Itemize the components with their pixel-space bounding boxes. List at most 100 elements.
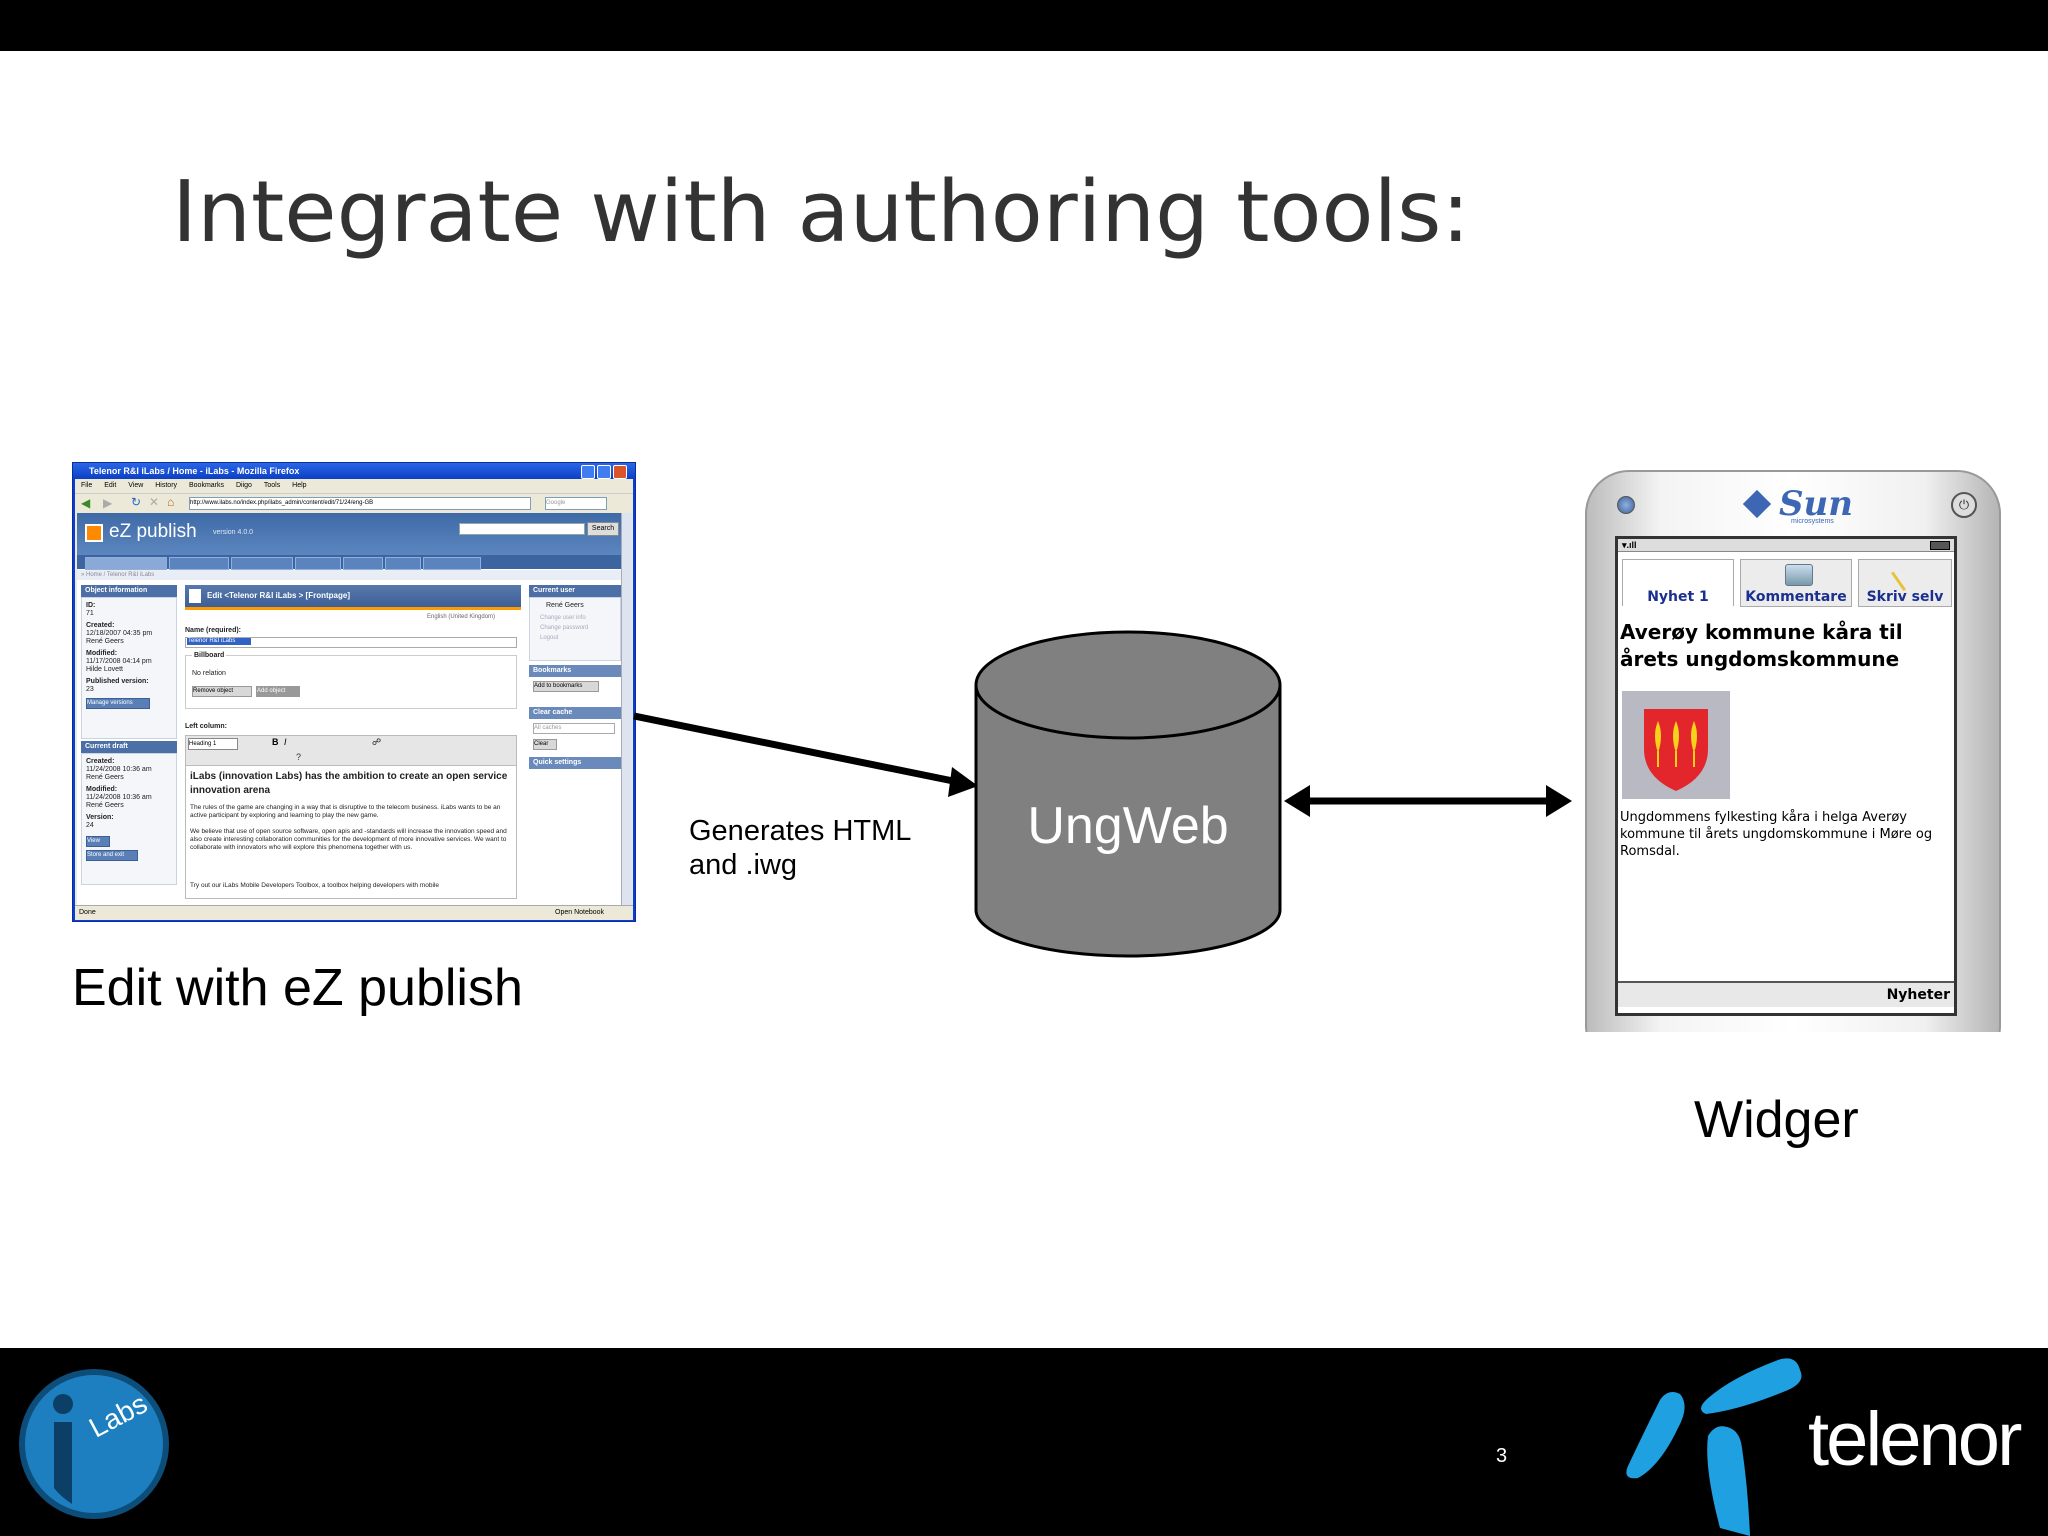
- ez-current-user-header: Current user: [529, 585, 621, 597]
- ez-body-heading: iLabs (innovation Labs) has the ambition…: [190, 771, 508, 796]
- phone-led-icon: [1617, 496, 1635, 514]
- ez-clear-cache-header: Clear cache: [529, 707, 621, 719]
- ez-draft-modified-by: René Geers: [86, 802, 124, 809]
- ez-status-done: Done: [79, 909, 96, 916]
- ez-user-link: Logout: [540, 635, 559, 641]
- ez-breadcrumb: » Home / Telenor R&I iLabs: [77, 570, 631, 580]
- ez-heading-select: Heading 1: [188, 738, 238, 750]
- stop-icon: ✕: [149, 495, 160, 509]
- ez-modified-value: 11/17/2008 04:14 pm: [86, 658, 152, 665]
- close-icon: [613, 465, 627, 479]
- ez-published-value: 23: [86, 686, 94, 693]
- help-icon: ?: [296, 752, 302, 762]
- ez-tab: [231, 557, 293, 570]
- ez-clear-button: Clear: [533, 739, 557, 750]
- ez-edit-header: Edit <Telenor R&I iLabs > [Frontpage]: [185, 585, 521, 607]
- maximize-icon: [597, 465, 611, 479]
- ez-editor-area: iLabs (innovation Labs) has the ambition…: [185, 765, 517, 899]
- coat-of-arms-image: [1622, 691, 1730, 799]
- ez-draft-version-value: 24: [86, 822, 94, 829]
- ez-id-value: 71: [86, 610, 94, 617]
- telenor-logo-icon: [1626, 1358, 1802, 1536]
- ez-modified-by: Hilde Lovett: [86, 666, 123, 673]
- phone-tab-kommentare-label: Kommentare: [1745, 589, 1847, 605]
- ez-name-field: [185, 637, 517, 648]
- ez-draft-version-label: Version:: [86, 814, 114, 821]
- ez-tab: [423, 557, 481, 570]
- ez-status-notebook: Open Notebook: [555, 909, 605, 916]
- footer-band: Labs 3 telenor: [0, 1348, 2048, 1536]
- phone-status-bar: ▾.ıll: [1618, 539, 1954, 552]
- phone-screen: ▾.ıll Nyhet 1 Kommentare Skriv selv Aver…: [1615, 536, 1957, 1016]
- ez-language: English (United Kingdom): [427, 614, 496, 620]
- ez-window-titlebar: Telenor R&I iLabs / Home - iLabs - Mozil…: [73, 463, 635, 479]
- ez-object-info-panel: ID: 71 Created: 12/18/2007 04:35 pm René…: [81, 597, 177, 739]
- ez-search-button: Search: [587, 522, 619, 536]
- ez-bookmarks-header: Bookmarks: [529, 665, 621, 677]
- ez-billboard-box: Billboard No relation Remove object Add …: [185, 652, 517, 709]
- ez-menu-file: File: [81, 482, 93, 489]
- ez-user-name: René Geers: [546, 602, 584, 609]
- ez-statusbar: Done Open Notebook: [75, 905, 633, 920]
- database-label: UngWeb: [1027, 797, 1229, 855]
- phone-headline: Averøy kommune kåra til årets ungdomskom…: [1620, 620, 1903, 671]
- ez-publish-screenshot: Telenor R&I iLabs / Home - iLabs - Mozil…: [72, 462, 636, 922]
- ez-body-p2: We believe that use of open source softw…: [190, 828, 507, 851]
- ez-name-value: Telenor R&I iLabs: [188, 638, 236, 644]
- ez-no-relation: No relation: [192, 670, 226, 677]
- ez-object-info-header: Object information: [81, 585, 177, 597]
- ez-user-link: Change user info: [540, 615, 586, 621]
- power-icon: ⏻: [1951, 492, 1977, 518]
- ez-tab: [295, 557, 341, 570]
- ez-remove-object-button: Remove object: [192, 686, 252, 697]
- ez-menu-diigo: Diigo: [235, 482, 252, 489]
- phone-softkey-bar: Nyheter: [1618, 981, 1954, 1007]
- ez-draft-modified-label: Modified:: [86, 786, 118, 793]
- ez-created-by: René Geers: [86, 638, 124, 645]
- ez-name-selected: [187, 638, 251, 645]
- phone-tab-skriv-label: Skriv selv: [1866, 589, 1944, 605]
- ez-current-draft-header: Current draft: [81, 741, 177, 753]
- slide-title: Integrate with authoring tools:: [172, 163, 1470, 262]
- database-cylinder: [974, 630, 1282, 958]
- ez-current-draft-panel: Created: 11/24/2008 10:36 am René Geers …: [81, 753, 177, 885]
- ez-admin-tabs: [77, 555, 631, 570]
- italic-icon: I: [284, 737, 287, 747]
- caption-generates-line1: Generates HTML: [689, 815, 912, 847]
- arrow-editor-to-db: [633, 712, 978, 797]
- telenor-logo-text: telenor: [1808, 1397, 2022, 1482]
- sun-sub-text: microsystems: [1791, 518, 1834, 525]
- phone-tab-skriv[interactable]: Skriv selv: [1858, 559, 1952, 607]
- phone-tab-kommentare[interactable]: Kommentare: [1740, 559, 1852, 607]
- home-icon: ⌂: [167, 495, 175, 509]
- page-number: 3: [1496, 1445, 1508, 1467]
- phone-article-text: Ungdommens fylkesting kåra i helga Averø…: [1620, 810, 1933, 859]
- ez-orange-rule: [185, 607, 521, 610]
- ez-tab: [85, 557, 167, 570]
- ez-url-field: http://www.ilabs.no/index.php/ilabs_admi…: [189, 497, 531, 510]
- caption-widger: Widger: [1694, 1091, 1859, 1149]
- ez-menu-view: View: [128, 482, 144, 489]
- ez-body-p1: The rules of the game are changing in a …: [190, 804, 501, 819]
- ez-logo-icon: [85, 524, 103, 542]
- caption-edit-with-ez: Edit with eZ publish: [72, 959, 523, 1017]
- bold-icon: B: [272, 737, 279, 747]
- ez-left-column-label: Left column:: [185, 723, 227, 730]
- ez-cache-select: All caches: [533, 723, 615, 734]
- ez-menu-help: Help: [292, 482, 307, 489]
- ez-logo-text: eZ publish: [109, 521, 197, 542]
- ez-menu-bookmarks: Bookmarks: [188, 482, 224, 489]
- caption-generates-line2: and .iwg: [689, 849, 798, 881]
- ez-draft-created-by: René Geers: [86, 774, 124, 781]
- ez-menu-tools: Tools: [263, 482, 281, 489]
- ez-billboard-label: Billboard: [192, 652, 227, 660]
- ez-tab: [385, 557, 421, 570]
- phone-tab-nyhet[interactable]: Nyhet 1: [1622, 559, 1734, 606]
- battery-icon: [1930, 541, 1950, 550]
- ez-view-button: View: [86, 836, 110, 847]
- phone-softkey-nyheter[interactable]: Nyheter: [1886, 987, 1950, 1003]
- ez-menu-history: History: [155, 482, 178, 489]
- ilabs-logo-icon: [19, 1369, 169, 1519]
- sun-logo-text: Sun: [1749, 484, 1853, 524]
